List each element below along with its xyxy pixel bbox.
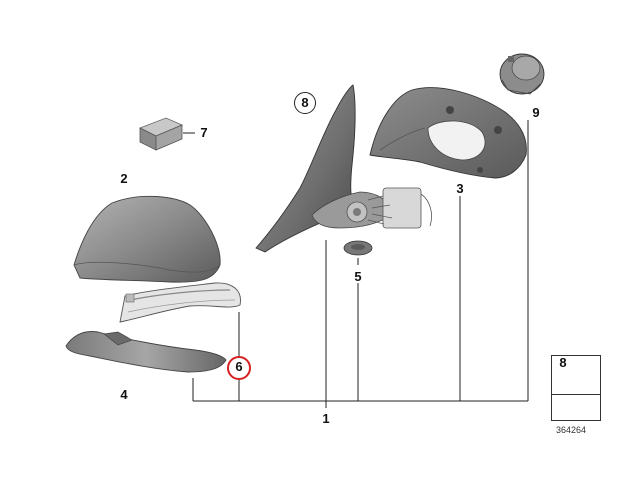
callout-8-circle: 8 xyxy=(294,92,316,114)
callout-8-inset: 8 xyxy=(559,355,567,370)
callout-5: 5 xyxy=(354,269,362,284)
part-5-disc xyxy=(343,240,373,256)
part-9-actuator xyxy=(499,53,545,95)
callout-3: 3 xyxy=(456,181,464,196)
callout-4: 4 xyxy=(120,387,128,402)
part-8-mirror-base xyxy=(255,84,432,253)
diagram-number: 364264 xyxy=(556,425,587,435)
part-6-turn-signal xyxy=(119,282,241,323)
arrow-inset-box xyxy=(551,394,601,421)
callout-1: 1 xyxy=(322,411,330,426)
callout-7: 7 xyxy=(200,125,208,140)
leader-lines xyxy=(183,120,529,408)
callout-2: 2 xyxy=(120,171,128,186)
part-4-lower-trim xyxy=(65,331,227,373)
screw-inset-box xyxy=(551,355,601,395)
part-3-housing xyxy=(369,87,527,179)
callout-9: 9 xyxy=(532,105,540,120)
part-2-mirror-cap xyxy=(73,195,221,283)
part-7-clip xyxy=(139,117,184,151)
callout-6-highlighted: 6 xyxy=(227,356,251,380)
